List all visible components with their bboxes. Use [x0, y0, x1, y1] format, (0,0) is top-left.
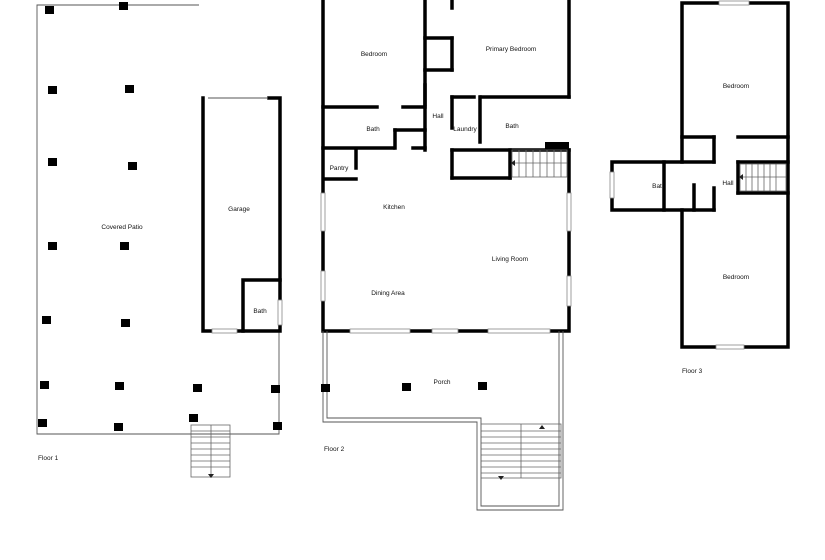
room-label-primary-bedroom: Primary Bedroom [486, 46, 537, 53]
floor-2-windows [320, 192, 572, 334]
room-label-bedroom-2: Bedroom [361, 51, 387, 58]
room-label-covered-patio: Covered Patio [101, 224, 143, 231]
floor-3-stairs [739, 163, 787, 192]
patio-post [40, 381, 49, 389]
floor-label-1: Floor 1 [38, 455, 59, 462]
room-label-bedroom-3b: Bedroom [723, 274, 749, 281]
floor-3: Bedroom Bat Hall Bedroom Floor 3 [609, 0, 790, 375]
patio-post [114, 423, 123, 431]
floor-3-window [609, 171, 615, 199]
patio-post [121, 319, 130, 327]
garage-wall [201, 96, 282, 333]
patio-post [48, 86, 57, 94]
room-label-hall-3: Hall [722, 180, 734, 187]
patio-post [42, 316, 51, 324]
patio-post [48, 242, 57, 250]
floor-label-2: Floor 2 [324, 446, 345, 453]
room-label-kitchen: Kitchen [383, 204, 405, 211]
patio-post [48, 158, 57, 166]
room-label-garage: Garage [228, 206, 250, 213]
room-label-bedroom-3a: Bedroom [723, 83, 749, 90]
floor-2: Bedroom Primary Bedroom Bath Hall Laundr… [320, 0, 572, 511]
porch-outline [322, 331, 564, 511]
room-label-living-room: Living Room [492, 256, 528, 263]
floor-3-window [715, 344, 745, 350]
floor-3-window [718, 0, 750, 6]
patio-post [271, 385, 280, 393]
floor-3-interior-walls [662, 135, 790, 212]
patio-post [193, 384, 202, 392]
room-label-hall-2: Hall [432, 113, 444, 120]
room-label-bath-3: Bat [652, 183, 662, 190]
garage-window [211, 328, 238, 334]
porch [321, 331, 564, 511]
room-label-porch: Porch [434, 379, 451, 386]
room-label-bath-2a: Bath [366, 126, 380, 133]
garage [201, 96, 283, 334]
patio-post [119, 2, 128, 10]
laundry-appliance [545, 142, 569, 150]
patio-post [189, 414, 198, 422]
patio-post [273, 422, 282, 430]
patio-post [125, 85, 134, 93]
floor-3-exterior [610, 1, 790, 349]
interior-stairs [511, 149, 568, 178]
patio-stairs [190, 424, 231, 478]
garage-bath-wall [241, 278, 282, 333]
floor-label-3: Floor 3 [682, 368, 703, 375]
patio-post [128, 162, 137, 170]
room-label-bath-2b: Bath [505, 123, 519, 130]
interior-walls [321, 0, 571, 181]
garage-bath-window [277, 299, 283, 326]
patio-post [45, 6, 54, 14]
patio-post [38, 419, 47, 427]
porch-post [402, 383, 411, 391]
floor-1: Covered Patio Garage Bath Floor 1 [36, 2, 283, 478]
room-label-garage-bath: Bath [253, 308, 267, 315]
porch-post [321, 384, 330, 392]
room-label-dining-area: Dining Area [371, 290, 405, 297]
patio-post [115, 382, 124, 390]
covered-patio-outline [36, 4, 280, 435]
patio-posts [38, 2, 282, 431]
room-label-laundry: Laundry [453, 126, 477, 133]
room-label-pantry: Pantry [330, 165, 350, 172]
patio-post [120, 242, 129, 250]
porch-post [478, 382, 487, 390]
